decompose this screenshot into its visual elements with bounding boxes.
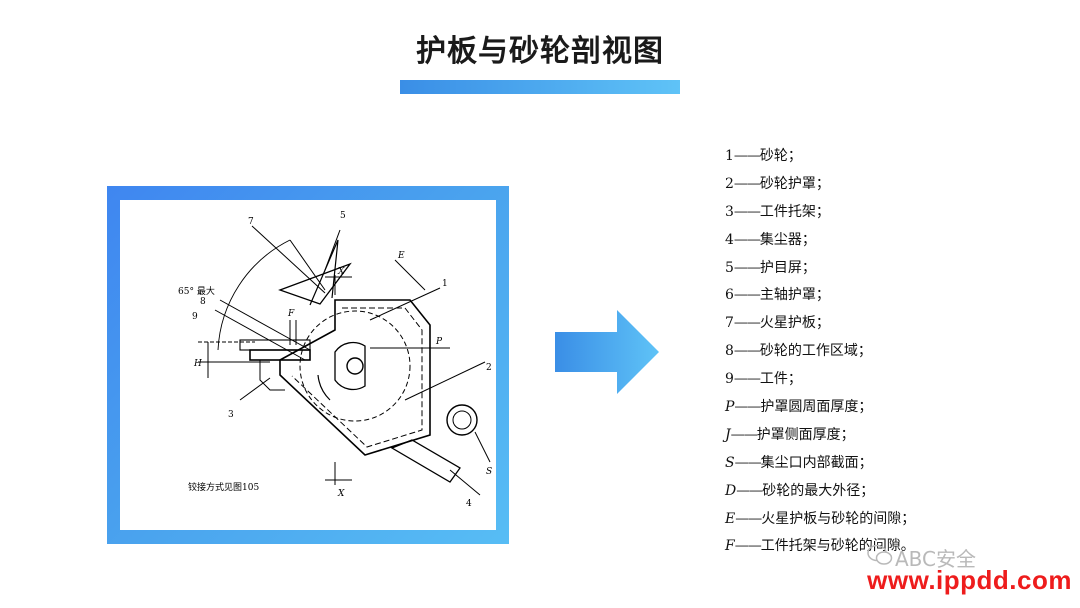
legend-item: 9——工件； xyxy=(725,369,965,397)
legend-key: P xyxy=(725,399,735,416)
legend-key: 9 xyxy=(725,371,734,388)
legend-key: 8 xyxy=(725,343,734,360)
legend-dash: —— xyxy=(733,287,761,304)
legend-text: 砂轮； xyxy=(759,148,802,164)
legend-dash: —— xyxy=(733,371,761,388)
legend-key: 7 xyxy=(725,315,734,332)
legend-text: 火星护板； xyxy=(759,315,830,332)
legend-item: E——火星护板与砂轮的间隙； xyxy=(725,509,965,537)
legend-dash: —— xyxy=(730,426,758,443)
tool-rest xyxy=(249,349,311,361)
diagram-caption: 铰接方式见图105 xyxy=(188,481,259,493)
label-8: 8 xyxy=(200,297,206,307)
legend-key: E xyxy=(725,510,736,527)
label-1: 1 xyxy=(442,279,448,289)
legend-dash: —— xyxy=(734,399,761,416)
legend-item: J——护罩侧面厚度； xyxy=(725,425,965,453)
angle-arc xyxy=(217,239,291,351)
legend-text: 护目屏； xyxy=(759,259,816,276)
legend-dash: —— xyxy=(733,259,761,276)
spindle-hub xyxy=(346,357,364,375)
label-s: S xyxy=(486,467,492,477)
legend-text: 护罩侧面厚度； xyxy=(756,426,855,443)
label-4: 4 xyxy=(466,499,472,509)
legend-dash: —— xyxy=(733,343,761,360)
legend-key: 5 xyxy=(725,259,734,276)
legend-key: S xyxy=(725,454,735,471)
label-3: 3 xyxy=(228,410,234,420)
label-x-bottom: X xyxy=(337,489,345,499)
legend-item: 6——主轴护罩； xyxy=(725,285,965,313)
legend-text: 工件； xyxy=(759,371,802,388)
legend-text: 砂轮护罩； xyxy=(759,175,830,192)
grinding-wheel xyxy=(299,310,411,422)
legend-text: 主轴护罩； xyxy=(759,287,830,304)
label-5: 5 xyxy=(340,211,346,221)
label-f: F xyxy=(287,309,295,319)
legend-text: 集尘口内部截面； xyxy=(760,454,873,471)
legend-text: 集尘器； xyxy=(759,231,816,248)
legend-item: 7——火星护板； xyxy=(725,313,965,341)
legend-list: 1——砂轮；2——砂轮护罩；3——工件托架；4——集尘器；5——护目屏；6——主… xyxy=(725,146,965,564)
legend-text: 火星护板与砂轮的间隙； xyxy=(761,510,916,527)
legend-item: 8——砂轮的工作区域； xyxy=(725,341,965,369)
diagram-frame: 7 5 1 2 3 4 8 9 65° 最大 X X E F P H S 铰接方… xyxy=(107,186,509,544)
legend-key: 1 xyxy=(725,148,734,164)
diagram-panel: 7 5 1 2 3 4 8 9 65° 最大 X X E F P H S 铰接方… xyxy=(120,200,496,530)
legend-item: D——砂轮的最大外径； xyxy=(725,481,965,509)
legend-key: J xyxy=(725,426,731,443)
legend-item: 1——砂轮； xyxy=(725,146,965,174)
legend-text: 砂轮的最大外径； xyxy=(762,482,875,499)
label-2: 2 xyxy=(486,363,492,373)
legend-key: 2 xyxy=(725,175,734,192)
page-title: 护板与砂轮剖视图 xyxy=(416,34,664,69)
eye-shield xyxy=(309,239,339,306)
grinder-section-drawing: 7 5 1 2 3 4 8 9 65° 最大 X X E F P H S 铰接方… xyxy=(178,211,492,509)
legend-key: F xyxy=(725,538,735,555)
legend-dash: —— xyxy=(733,315,761,332)
label-e: E xyxy=(397,251,405,261)
legend-text: 工件托架； xyxy=(759,203,830,220)
guard-inner-dashed xyxy=(291,307,423,448)
spindle-guard xyxy=(334,341,366,391)
legend-item: 3——工件托架； xyxy=(725,202,965,230)
legend-text: 护罩圆周面厚度； xyxy=(760,399,873,416)
legend-item: F——工件托架与砂轮的间隙。 xyxy=(725,536,965,564)
label-angle: 65° 最大 xyxy=(178,285,215,297)
legend-item: 4——集尘器； xyxy=(725,230,965,258)
label-x-top: X xyxy=(337,267,345,277)
label-h: H xyxy=(193,359,202,369)
legend-dash: —— xyxy=(734,538,762,555)
legend-dash: —— xyxy=(733,175,761,192)
legend-item: 5——护目屏； xyxy=(725,258,965,286)
title-underline-bar xyxy=(400,80,680,94)
dust-collector xyxy=(390,439,461,483)
legend-item: S——集尘口内部截面； xyxy=(725,453,965,481)
legend-item: P——护罩圆周面厚度； xyxy=(725,397,965,425)
dust-port-section xyxy=(446,404,478,436)
legend-text: 工件托架与砂轮的间隙。 xyxy=(760,538,915,555)
legend-key: 4 xyxy=(725,231,734,248)
legend-dash: —— xyxy=(733,203,761,220)
legend-dash: —— xyxy=(735,510,762,527)
legend-text: 砂轮的工作区域； xyxy=(759,343,872,360)
watermark-account: ABC安全 xyxy=(895,547,977,571)
label-9: 9 xyxy=(192,312,198,322)
legend-key: 6 xyxy=(725,287,734,304)
legend-dash: —— xyxy=(736,482,763,499)
legend-dash: —— xyxy=(733,231,761,248)
wechat-icon xyxy=(867,544,893,565)
label-7: 7 xyxy=(248,217,254,227)
wheel-guard-outline xyxy=(279,299,431,456)
legend-key: D xyxy=(725,482,737,499)
legend-dash: —— xyxy=(734,454,762,471)
legend-item: 2——砂轮护罩； xyxy=(725,174,965,202)
legend-dash: —— xyxy=(733,148,761,164)
right-arrow-icon xyxy=(555,310,659,394)
label-p: P xyxy=(435,337,443,347)
watermark-url: www.ippdd.com xyxy=(867,565,1072,595)
legend-key: 3 xyxy=(725,203,734,220)
